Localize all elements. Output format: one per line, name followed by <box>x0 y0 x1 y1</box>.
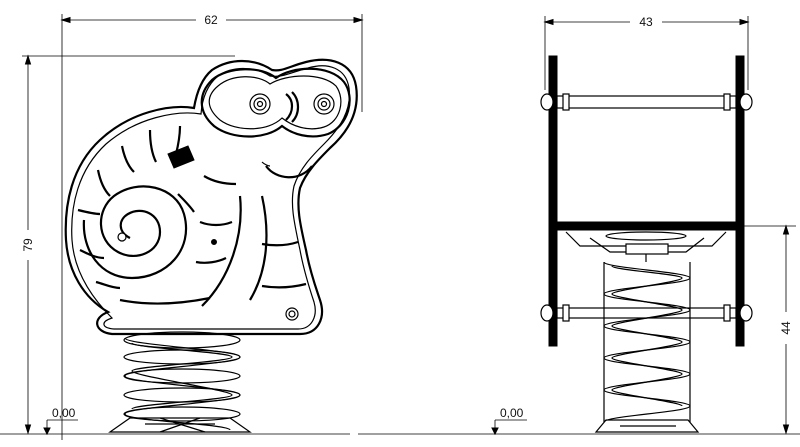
width-dimension-label: 62 <box>204 13 218 27</box>
height-dimension-label: 79 <box>21 238 35 252</box>
seat-height-dimension: 44 <box>736 224 796 435</box>
width-dimension-front: 43 <box>543 15 750 90</box>
spring-side <box>108 331 252 433</box>
ground-line-side: 0,00 <box>0 406 350 436</box>
front-width-label: 43 <box>639 15 653 29</box>
spring-front <box>594 261 700 433</box>
height-dimension-side: 79 <box>21 54 235 435</box>
ground-line-front: 0,00 <box>358 406 800 436</box>
side-panels <box>548 55 745 347</box>
seat-height-label: 44 <box>779 321 793 335</box>
ground-level-label-front: 0,00 <box>500 406 524 420</box>
snail-body <box>64 58 358 336</box>
left-eye <box>249 93 271 115</box>
seat-assembly <box>556 221 737 262</box>
handle-bar <box>540 93 753 111</box>
right-eye <box>313 93 335 115</box>
front-view: 43 44 0,00 <box>358 15 800 436</box>
side-view: 62 79 0,00 <box>0 13 364 440</box>
foot-bar <box>540 304 753 322</box>
width-dimension-side: 62 <box>60 13 364 440</box>
ground-level-label-side: 0,00 <box>52 406 76 420</box>
